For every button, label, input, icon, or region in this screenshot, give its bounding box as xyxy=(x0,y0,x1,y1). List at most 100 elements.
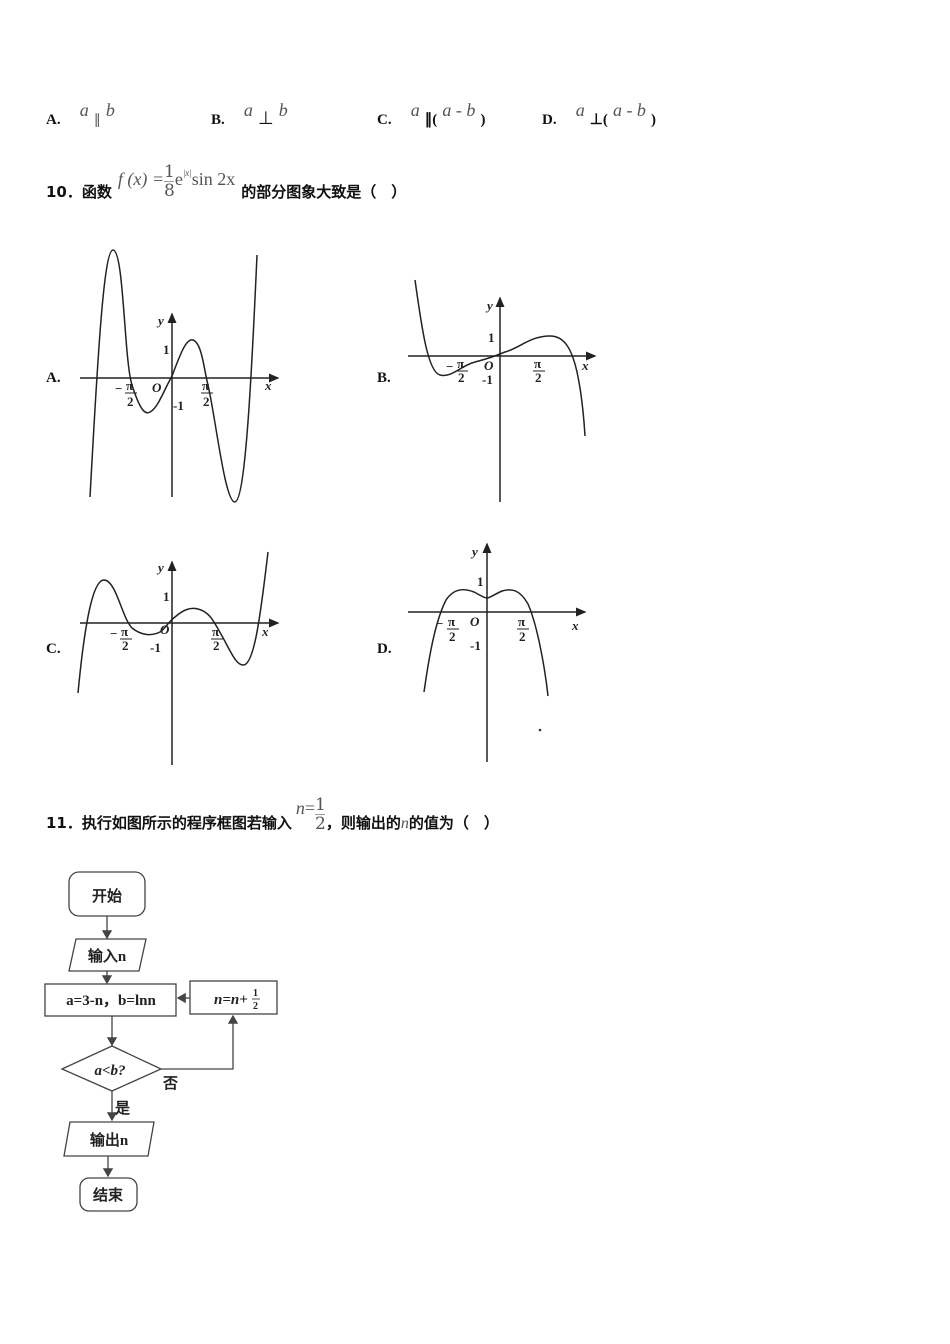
graph-option-b-label: B. xyxy=(377,370,391,386)
tick-2: 2 xyxy=(458,370,465,385)
y-label: y xyxy=(156,560,164,575)
q9-option-b: B. a ⊥ b xyxy=(211,100,288,129)
y-label: y xyxy=(485,298,493,313)
exponent: |x| xyxy=(182,168,192,178)
perp-symbol: ⊥( xyxy=(589,112,608,128)
tick-2: 2 xyxy=(519,629,526,644)
output-label: 输出n xyxy=(90,1131,129,1149)
input-label: 输入n xyxy=(88,947,127,965)
vector-a-minus-b: a - b xyxy=(612,100,646,120)
origin-label: O xyxy=(470,614,480,629)
denominator: 8 xyxy=(164,181,175,201)
graph-b xyxy=(408,279,597,502)
vector-a: a xyxy=(243,100,253,120)
flowchart: 开始 输入n a=3-n，b=lnn n=n+ 1 2 a<b? 否 是 输出n… xyxy=(44,871,278,1212)
option-letter: C. xyxy=(377,112,392,128)
graph-a xyxy=(80,249,280,503)
tick-pi: π xyxy=(534,356,541,371)
tick-pi: π xyxy=(448,614,455,629)
tick-2: 2 xyxy=(449,629,456,644)
x-label: x xyxy=(571,618,579,633)
equals: = xyxy=(304,798,316,818)
tick-pi: π xyxy=(212,624,219,639)
yes-label: 是 xyxy=(114,1100,131,1117)
tick-1: 1 xyxy=(488,330,495,345)
fraction-bar xyxy=(164,181,175,182)
curve xyxy=(77,551,269,694)
numerator: 1 xyxy=(315,795,326,815)
tick-pi: π xyxy=(202,378,209,393)
tick-neg-1: -1 xyxy=(470,638,481,653)
x-label: x xyxy=(264,378,272,393)
vector-b: b xyxy=(278,100,288,120)
assign-label: a=3-n，b=lnn xyxy=(66,993,156,1009)
vector-a: a xyxy=(79,100,89,120)
question-text: 的部分图象大致是（ ） xyxy=(241,183,407,201)
graphs: y x O 1 -1 − π 2 π 2 y x O 1 -1 − π 2 π … xyxy=(77,249,597,765)
minus-sign: − xyxy=(115,381,122,396)
tick-1: 1 xyxy=(163,589,170,604)
minus-sign: − xyxy=(446,359,453,374)
q9-option-a: A. a ∥ b xyxy=(46,100,115,129)
assign-box xyxy=(44,983,177,1017)
vector-a-minus-b: a - b xyxy=(442,100,476,120)
denominator: 2 xyxy=(315,814,326,834)
tick-2: 2 xyxy=(535,370,542,385)
tick-2: 2 xyxy=(203,394,210,409)
vector-b: b xyxy=(105,100,115,120)
formula-sin: sin 2x xyxy=(191,169,236,189)
minus-sign: − xyxy=(110,626,117,641)
numerator: 1 xyxy=(164,162,175,182)
variable-n: n xyxy=(295,798,305,818)
tick-pi: π xyxy=(518,614,525,629)
perp-symbol: ⊥ xyxy=(257,108,274,128)
exp-base: e xyxy=(174,169,183,189)
question-text: ，则输出的 xyxy=(325,814,401,832)
curve xyxy=(89,249,258,503)
paren: ) xyxy=(480,112,486,128)
y-label: y xyxy=(470,544,478,559)
start-label: 开始 xyxy=(92,887,122,905)
update-label: n=n+ xyxy=(214,992,248,1008)
tick-1: 1 xyxy=(477,574,484,589)
curve xyxy=(423,588,549,697)
tick-neg-1: -1 xyxy=(150,640,161,655)
tick-1: 1 xyxy=(163,342,170,357)
option-letter: A. xyxy=(46,112,61,128)
graph-option-d-label: D. xyxy=(377,641,392,657)
graph-option-a-label: A. xyxy=(46,370,61,386)
tick-pi: π xyxy=(457,356,464,371)
option-letter: D. xyxy=(542,112,557,128)
formula: f (x) = xyxy=(117,169,164,189)
end-label: 结束 xyxy=(93,1186,124,1204)
curve xyxy=(414,279,586,437)
end-box xyxy=(79,1177,138,1212)
stray-dot xyxy=(538,728,542,732)
graph-option-c-label: C. xyxy=(46,641,61,657)
y-label: y xyxy=(156,313,164,328)
vector-a: a xyxy=(575,100,585,120)
tick-2: 2 xyxy=(122,638,129,653)
tick-neg-1: -1 xyxy=(482,372,493,387)
minus-sign: − xyxy=(436,616,443,631)
x-label: x xyxy=(581,358,589,373)
parallel-symbol: ∥( xyxy=(424,112,438,128)
origin-label: O xyxy=(484,358,494,373)
origin-label: O xyxy=(152,380,162,395)
option-letter: B. xyxy=(211,112,225,128)
question-text: 的值为（ ） xyxy=(408,814,499,832)
update-numerator: 1 xyxy=(253,988,258,999)
paren: ) xyxy=(651,112,657,128)
no-label: 否 xyxy=(162,1075,178,1092)
vector-a: a xyxy=(410,100,420,120)
graph-c xyxy=(77,551,280,765)
q9-option-d: D. a ⊥( a - b ) xyxy=(542,100,657,129)
question-number: 10．函数 xyxy=(46,183,112,201)
tick-2: 2 xyxy=(127,394,134,409)
question-text: 11．执行如图所示的程序框图若输入 xyxy=(46,814,292,832)
